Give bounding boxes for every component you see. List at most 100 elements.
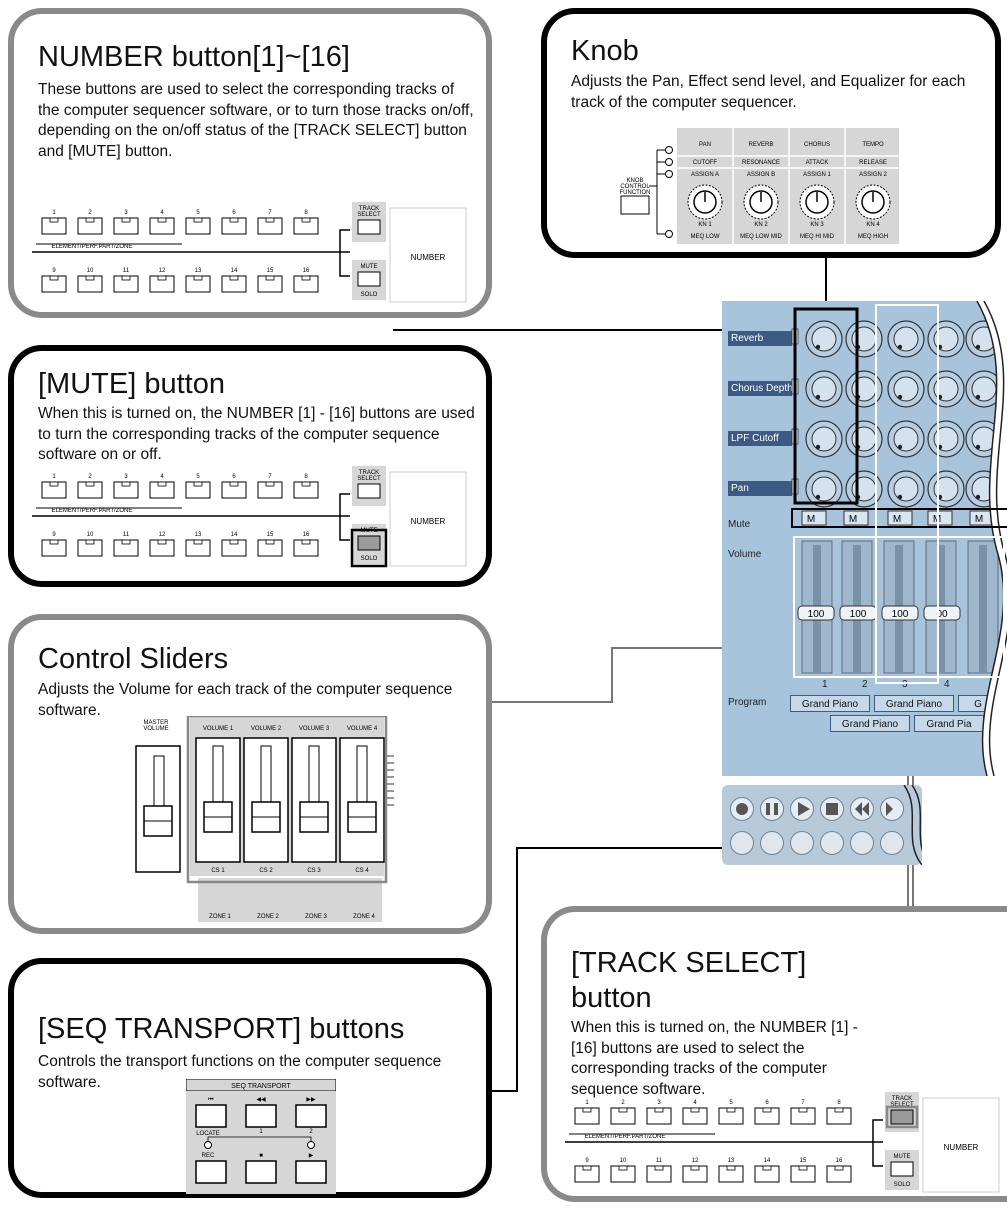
volume-value: 100 — [808, 609, 825, 620]
meq-label: MEQ LOW — [690, 234, 719, 240]
mute-title: [MUTE] button — [38, 368, 225, 400]
number-label-top: 4 — [160, 210, 164, 216]
knob-description: Adjusts the Pan, Effect send level, and … — [571, 73, 966, 111]
number-label-bottom: 14 — [231, 532, 238, 538]
volume-fader-knob[interactable] — [923, 605, 961, 621]
stop-symbol: ■ — [259, 1153, 263, 1159]
track-select-title-1: [TRACK SELECT] — [571, 947, 807, 979]
solo-button[interactable] — [820, 831, 844, 855]
led-icon — [85, 481, 95, 487]
program-button-1[interactable]: Grand Piano — [790, 695, 870, 712]
track-select-label-1: TRACK — [359, 206, 379, 212]
volume-value: 100 — [892, 609, 909, 620]
pause-button[interactable] — [760, 797, 784, 821]
mute-label: MUTE — [361, 264, 378, 270]
group-label: ELEMENT/PERF.PART/ZONE — [585, 1134, 666, 1140]
mute-track-button[interactable] — [927, 510, 953, 526]
volume-slider-label: VOLUME 4 — [347, 726, 378, 732]
program-button-2[interactable]: Grand Piano — [830, 715, 910, 732]
track-select-button[interactable] — [357, 219, 381, 235]
knob-name: KN 4 — [866, 222, 880, 228]
led-icon — [49, 481, 59, 487]
solo-label: SOLO — [894, 1182, 911, 1188]
transport-button[interactable] — [245, 1160, 277, 1184]
transport-button[interactable] — [295, 1160, 327, 1184]
number-label-bottom: 12 — [159, 268, 166, 274]
knob-indicator-icon — [975, 444, 981, 450]
clear-button[interactable] — [790, 831, 814, 855]
number-label-top: 6 — [232, 474, 236, 480]
number-caption: NUMBER — [411, 253, 446, 262]
track-select-callout: [TRACK SELECT] button When this is turne… — [541, 906, 1007, 1202]
led-icon — [618, 1165, 628, 1171]
volume-fader-knob[interactable] — [797, 605, 835, 621]
zone-panel-bg — [198, 878, 382, 922]
led-icon — [157, 217, 167, 223]
led-icon — [834, 1165, 844, 1171]
knob-indicator-icon — [815, 344, 821, 350]
play-icon — [798, 802, 810, 816]
led-icon — [121, 217, 131, 223]
number-label-top: 6 — [232, 210, 236, 216]
punch-button[interactable] — [760, 831, 784, 855]
track-select-highlight — [885, 1105, 919, 1129]
knob-function-label: RESONANCE — [742, 160, 780, 166]
track-select-button[interactable] — [357, 483, 381, 499]
knob-indicator-icon — [975, 494, 981, 500]
number-label-top: 7 — [801, 1100, 805, 1106]
knob-indicator-icon — [897, 444, 903, 450]
transport-button[interactable] — [195, 1160, 227, 1184]
number-label-bottom: 9 — [52, 532, 56, 538]
led-icon — [654, 1107, 664, 1113]
mute-description: When this is turned on, the NUMBER [1] -… — [38, 405, 475, 464]
locate-1-label: 1 — [259, 1129, 263, 1135]
mute-button[interactable] — [357, 271, 381, 287]
knob-function-label: ASSIGN B — [747, 172, 775, 178]
knob-panel-bg — [677, 128, 899, 244]
led-icon — [798, 1107, 808, 1113]
transport-button[interactable] — [195, 1104, 227, 1128]
cs-label: CS 3 — [307, 868, 321, 874]
led-icon — [49, 539, 59, 545]
mute-track-button[interactable] — [843, 510, 869, 526]
knob-indicator-icon — [815, 444, 821, 450]
led-icon — [157, 275, 167, 281]
group-label: ELEMENT/PERF.PART/ZONE — [52, 508, 133, 514]
led-icon — [193, 539, 203, 545]
volume-fader-groove — [979, 545, 987, 673]
track-select-button[interactable] — [890, 1109, 914, 1125]
number-label-box — [389, 471, 467, 567]
mute-button[interactable] — [357, 535, 381, 551]
volume-fader-knob[interactable] — [881, 605, 919, 621]
track-select-label-1: TRACK — [359, 470, 379, 476]
number-label-bottom: 16 — [303, 268, 310, 274]
loop-button[interactable] — [730, 831, 754, 855]
number-label-bottom: 9 — [585, 1158, 589, 1164]
transport-button[interactable] — [245, 1104, 277, 1128]
number-label-bottom: 13 — [195, 268, 202, 274]
knob-indicator-icon — [975, 394, 981, 400]
transport-button[interactable] — [295, 1104, 327, 1128]
knob-control-label-3: FUNCTION — [620, 190, 651, 196]
zone-label: ZONE 4 — [353, 914, 375, 920]
mute-track-button[interactable] — [801, 510, 827, 526]
sequencer-software-screen: Reverb Chorus Depth LPF Cutoff Pan Mute … — [722, 301, 1007, 776]
led-icon — [582, 1107, 592, 1113]
number-buttons-callout: NUMBER button[1]~[16] These buttons are … — [8, 8, 492, 318]
number-label-top: 3 — [124, 474, 128, 480]
led-icon — [301, 217, 311, 223]
tool-button[interactable] — [880, 831, 904, 855]
number-label-top: 8 — [837, 1100, 841, 1106]
mute-track-button[interactable] — [887, 510, 913, 526]
channel-number-1: 1 — [822, 679, 828, 690]
cs-label: CS 4 — [355, 868, 369, 874]
knob-name: KN 1 — [698, 222, 712, 228]
history-button[interactable] — [850, 831, 874, 855]
mute-button[interactable] — [890, 1161, 914, 1177]
knob-function-label: RELEASE — [859, 160, 887, 166]
number-label-bottom: 15 — [267, 268, 274, 274]
program-button-3[interactable]: Grand Piano — [874, 695, 954, 712]
knob-indicator-icon — [975, 344, 981, 350]
program-button-4[interactable]: Grand Pia — [914, 715, 984, 732]
